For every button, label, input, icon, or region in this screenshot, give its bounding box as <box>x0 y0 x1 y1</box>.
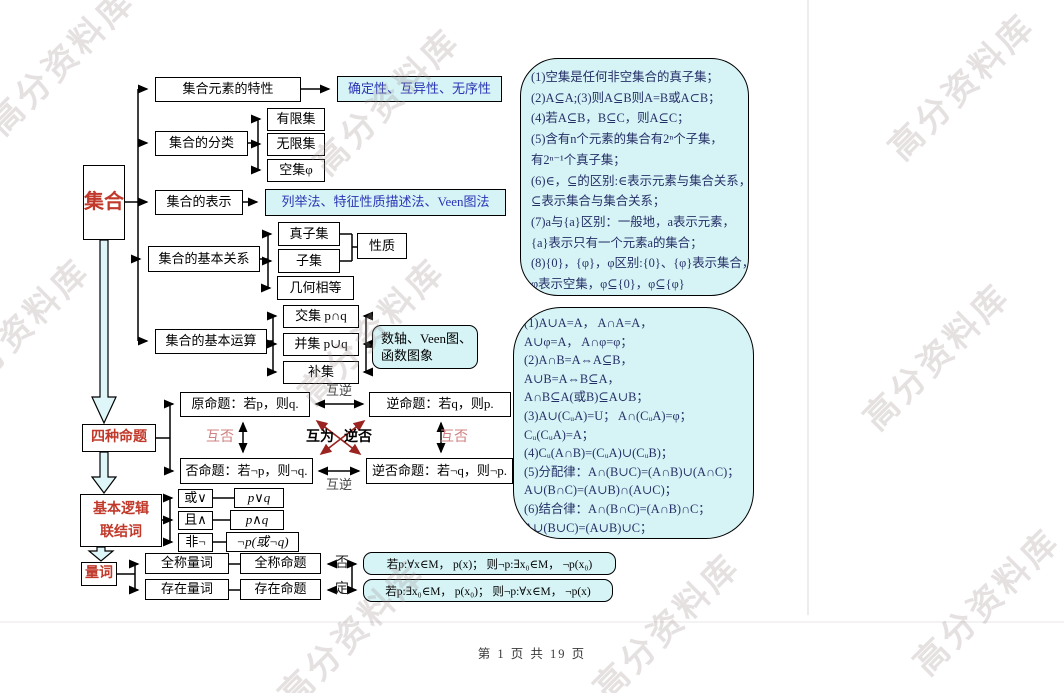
node-union: 并集 p∪q <box>283 333 359 356</box>
node-set-root: 集合 <box>83 165 125 240</box>
node-property: 性质 <box>357 233 407 259</box>
node-element-features-result: 确定性、互异性、无序性 <box>337 76 502 102</box>
note-line: (4)若A⊆B，B⊆C，则A⊆C； <box>531 111 690 126</box>
node-universal-proposition: 全称命题 <box>240 553 321 574</box>
node-intersection: 交集 p∩q <box>283 305 359 328</box>
label-mutual-inverse-top: 互逆 <box>326 383 353 398</box>
note-line: (2)A⊆A;(3)则A⊆B则A=B或A⊂B； <box>531 90 721 105</box>
note-line: (4)Cᵤ(A∩B)=(CᵤA)∪(CᵤB)； <box>524 446 674 461</box>
node-or-connective: 或∨ <box>178 489 213 508</box>
node-infinite-set: 无限集 <box>267 133 325 156</box>
note-line: (5)分配律：A∩(B∪C)=(A∩B)∪(A∩C)； <box>524 464 740 479</box>
node-not-expression: ¬p(或¬q) <box>226 532 299 552</box>
node-set-classification: 集合的分类 <box>155 131 248 156</box>
node-set-equality: 几何相等 <box>277 276 354 300</box>
node-logic-connectives: 基本逻辑 联结词 <box>80 494 162 547</box>
notes-subset-properties: (1)空集是任何非空集合的真子集； (2)A⊆A;(3)则A⊆B则A=B或A⊂B… <box>520 58 749 296</box>
tools-line-1: 数轴、Veen图、 <box>381 331 472 346</box>
node-contrapositive-proposition: 逆否命题：若¬q，则¬p. <box>366 458 513 484</box>
node-empty-set: 空集φ <box>267 159 325 182</box>
note-line: A∩B⊆A(或B)⊆A∪B； <box>524 390 649 405</box>
note-line: (6)∈，⊆的区别:∈表示元素与集合关系， <box>531 173 749 188</box>
note-line: 有2ⁿ⁻¹个真子集； <box>531 152 626 167</box>
node-set-representation-result: 列举法、特征性质描述法、Veen图法 <box>265 189 506 216</box>
node-basic-relations: 集合的基本关系 <box>148 246 260 272</box>
node-and-expression: p∧q <box>230 510 284 530</box>
node-complement: 补集 <box>283 361 359 384</box>
note-line: A∪(B∩C)=(A∪B)∩(A∪C)； <box>524 483 678 498</box>
node-negation-proposition: 否命题：若¬p，则¬q. <box>180 458 313 484</box>
node-operation-tools: 数轴、Veen图、 函数图象 <box>372 325 478 369</box>
node-original-proposition: 原命题：若p，则q. <box>180 392 310 417</box>
note-line: (1)A∪A=A， A∩A=A， <box>524 316 653 330</box>
node-not-connective: 非¬ <box>178 533 213 552</box>
note-line: A∪(B∪C)=(A∪B)∪C； <box>524 520 653 535</box>
note-line: Cᵤ(CᵤA)=A； <box>524 427 595 442</box>
note-line: (6)结合律：A∩(B∩C)=(A∩B)∩C； <box>524 501 711 516</box>
node-subset: 子集 <box>278 249 340 273</box>
black-connectors <box>117 84 446 595</box>
node-universal-quantifier: 全称量词 <box>145 553 229 574</box>
note-line: A∪B=A⇔B⊆A， <box>524 371 620 386</box>
node-converse-proposition: 逆命题：若q，则p. <box>369 392 511 417</box>
label-mutual-negation-right: 互否 <box>440 430 468 445</box>
node-existential-proposition: 存在命题 <box>240 579 321 600</box>
note-line: ⊆表示集合与集合关系； <box>531 194 666 209</box>
note-line: (8){0}，{φ}，φ区别:{0}、{φ}表示集合， <box>531 256 749 271</box>
logic-line-1: 基本逻辑 <box>93 501 149 517</box>
node-universal-negation-formula: 若p:∀x∈M， p(x)； 则¬p:∃x₀∈M， ¬p(x₀) <box>363 552 616 575</box>
hollow-flow-arrows <box>87 239 118 562</box>
label-mutual-negation-left: 互否 <box>206 430 234 445</box>
node-existential-quantifier: 存在量词 <box>145 579 229 600</box>
note-line: A∪φ=A， A∩φ=φ； <box>524 334 633 349</box>
tools-line-2: 函数图象 <box>381 348 434 363</box>
logic-line-2: 联结词 <box>100 524 142 540</box>
note-line: {a}表示只有一个元素a的集合； <box>531 235 703 250</box>
label-negate-1: 否 <box>335 556 349 571</box>
notes-set-operations: (1)A∪A=A， A∩A=A， A∪φ=A， A∩φ=φ； (2)A∩B=A⇔… <box>513 307 754 539</box>
node-existential-negation-formula: 若p:∃x₀∈M， p(x₀)； 则¬p:∀x∈M， ¬p(x) <box>363 579 613 602</box>
note-line: (5)含有n个元素的集合有2ⁿ个子集， <box>531 132 723 147</box>
node-proper-subset: 真子集 <box>278 222 340 246</box>
contrapositive-cross-arrows <box>315 419 366 456</box>
node-basic-operations: 集合的基本运算 <box>155 329 267 354</box>
node-finite-set: 有限集 <box>267 108 325 131</box>
label-mutual-inverse-bottom: 互逆 <box>326 477 353 492</box>
label-negate-2: 定 <box>335 582 349 597</box>
note-line: (3)A∪(CᵤA)=U； A∩(CᵤA)=φ； <box>524 408 692 423</box>
note-line: φ表示空集，φ⊆{0}，φ⊆{φ} <box>531 277 685 292</box>
label-mutual-1: 互为 <box>306 430 334 445</box>
node-element-features: 集合元素的特性 <box>155 77 301 102</box>
note-line: (2)A∩B=A⇔A⊆B， <box>524 353 633 368</box>
node-or-expression: p∨q <box>234 488 284 508</box>
node-four-propositions: 四种命题 <box>82 424 156 452</box>
note-line: (1)空集是任何非空集合的真子集； <box>531 70 719 84</box>
note-line: (7)a与{a}区别：一般地，a表示元素， <box>531 214 735 229</box>
node-and-connective: 且∧ <box>178 511 213 530</box>
label-mutual-2: 逆否 <box>344 430 372 445</box>
page-number: 第 1 页 共 19 页 <box>477 647 587 661</box>
node-set-representation: 集合的表示 <box>155 190 243 215</box>
node-quantifier: 量词 <box>81 562 117 586</box>
